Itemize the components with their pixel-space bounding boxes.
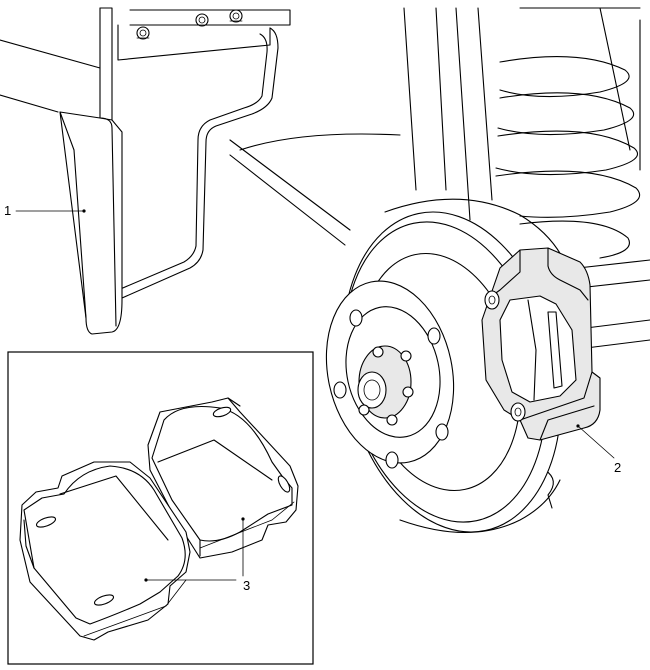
wheel-stud-icon <box>333 309 449 469</box>
bolt-icon <box>136 26 150 40</box>
brake-caliper <box>481 247 601 441</box>
brake-pads-inset <box>7 351 314 665</box>
wheel-arch <box>0 7 291 335</box>
brake-pad <box>147 397 299 559</box>
bolt-icon <box>195 13 209 27</box>
suspension <box>229 7 650 351</box>
hub-nut-icon <box>358 346 414 426</box>
callout-leader <box>576 424 615 459</box>
callout-3-label: 3 <box>243 578 250 593</box>
callout-1-label: 1 <box>4 203 11 218</box>
caliper-bolt-icon <box>484 290 526 422</box>
callout-leader <box>15 209 86 213</box>
callout-2-label: 2 <box>614 460 621 475</box>
bolt-icon <box>229 9 243 23</box>
brake-pad <box>19 461 191 641</box>
